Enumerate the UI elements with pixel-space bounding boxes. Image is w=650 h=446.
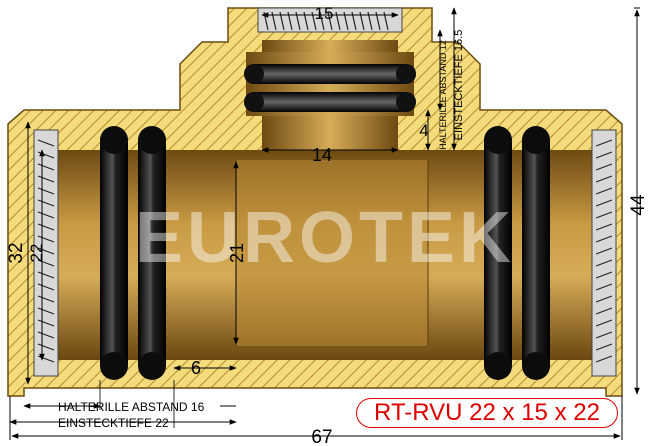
dim-inner-14: 14: [312, 145, 332, 165]
dim-bore-21: 21: [227, 243, 247, 263]
dim-height-44: 44: [628, 194, 649, 216]
left-oring-1: [100, 128, 128, 378]
watermark: EUROTEK: [135, 198, 515, 278]
dim-top-width: 15: [315, 4, 334, 23]
dim-branch-4: 4: [419, 121, 428, 140]
product-code-badge: RT-RVU 22 x 15 x 22: [356, 398, 618, 428]
right-oring-1: [484, 128, 512, 378]
dim-inner-22: 22: [27, 244, 46, 263]
dim-depth-6: 6: [191, 358, 201, 378]
label-einstecktiefe-16-5: EINSTECKTIEFE 16.5: [453, 30, 465, 141]
label-halterille-12: HALTERILLE ABSTAND 12: [438, 40, 448, 150]
dim-outer-32: 32: [6, 242, 27, 263]
top-oring-1: [244, 64, 416, 84]
label-einstecktiefe-22: EINSTECKTIEFE 22: [58, 416, 169, 430]
left-oring-2: [138, 128, 166, 378]
right-oring-2: [522, 128, 550, 378]
top-oring-2: [244, 92, 416, 112]
label-halterille-16: HALTERILLE ABSTAND 16: [58, 400, 205, 414]
dim-length-67: 67: [311, 427, 332, 446]
